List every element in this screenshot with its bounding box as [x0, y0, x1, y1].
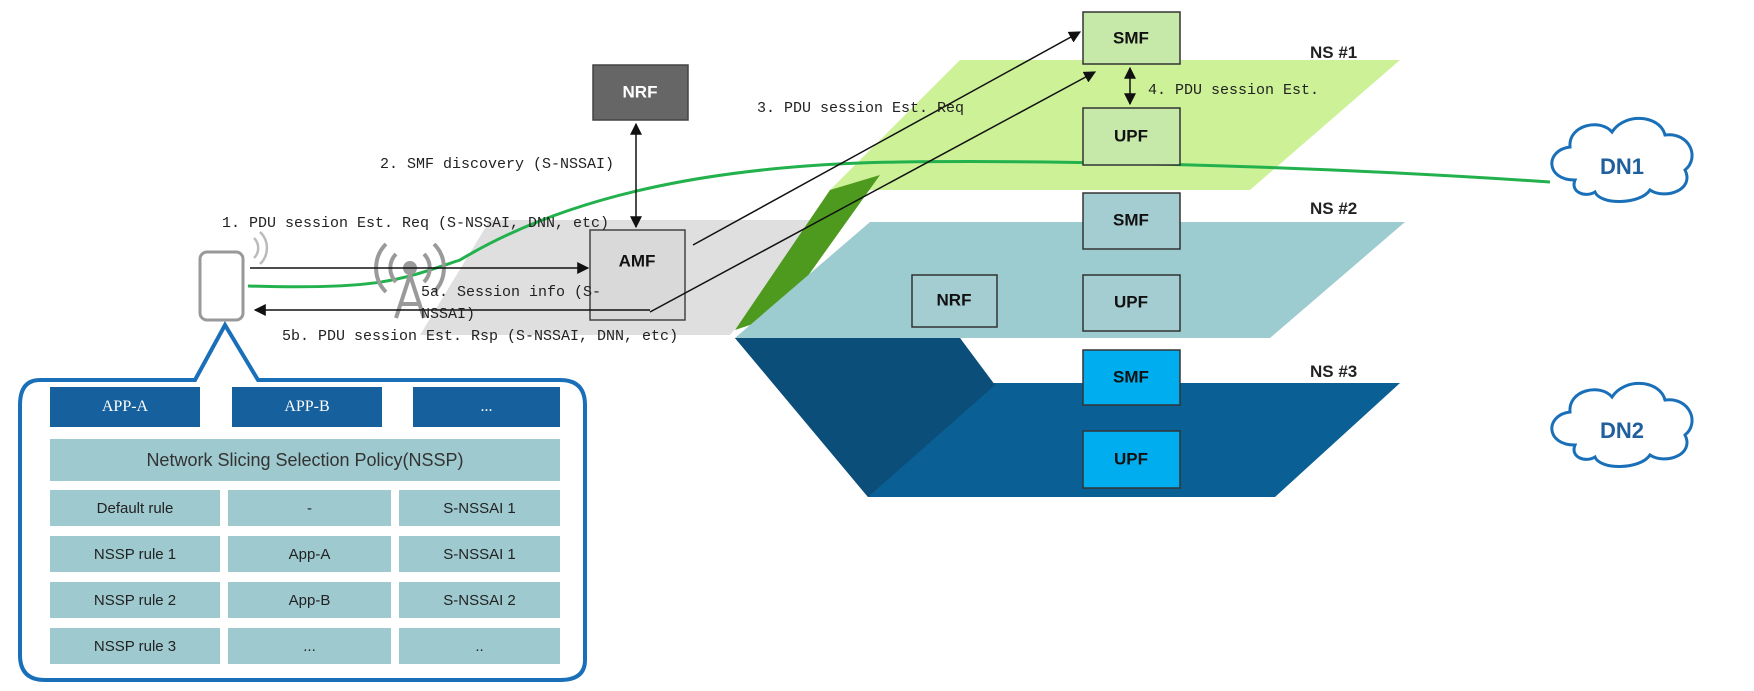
- amf-label: AMF: [619, 251, 656, 270]
- user-plane-path: [247, 160, 1551, 289]
- step5a-label-line2: NSSAI): [421, 306, 475, 323]
- step2-label: 2. SMF discovery (S-NSSAI): [380, 156, 614, 173]
- snssai-cell: S-NSSAI 1: [399, 490, 560, 526]
- rule-name-cell: NSSP rule 2: [50, 582, 220, 618]
- upf-ns2-box[interactable]: [1082, 274, 1181, 332]
- smf-ns1-label: SMF: [1113, 28, 1149, 47]
- app-cell: -: [228, 490, 391, 526]
- smf-ns3-label: SMF: [1113, 367, 1149, 386]
- step4-label: 4. PDU session Est.: [1148, 82, 1319, 99]
- step5b-label: 5b. PDU session Est. Rsp (S-NSSAI, DNN, …: [282, 328, 678, 345]
- nrf-top-label: NRF: [623, 82, 658, 101]
- ns3-plane-side: [735, 338, 995, 497]
- upf-ns1-box[interactable]: [1082, 107, 1181, 166]
- ns1-plane-edge: [735, 175, 880, 330]
- rule-name-cell: Default rule: [50, 490, 220, 526]
- snssai-cell: S-NSSAI 1: [399, 536, 560, 572]
- dn1-cloud-icon[interactable]: DN1: [1550, 116, 1694, 203]
- snssai-cell: ..: [399, 628, 560, 664]
- upf-ns3-label: UPF: [1114, 449, 1148, 468]
- app-a-button[interactable]: APP-A: [50, 387, 200, 427]
- dn2-cloud-icon[interactable]: DN2: [1550, 381, 1694, 468]
- step1-label: 1. PDU session Est. Req (S-NSSAI, DNN, e…: [222, 215, 609, 232]
- nrf-top-box[interactable]: [592, 64, 689, 121]
- ns2-plane: [735, 222, 1405, 338]
- app-b-button[interactable]: APP-B: [232, 387, 382, 427]
- nrf-ns2-label: NRF: [937, 290, 972, 309]
- snssai-cell: S-NSSAI 2: [399, 582, 560, 618]
- app-more-button[interactable]: ...: [413, 387, 560, 427]
- ns1-label: NS #1: [1310, 43, 1357, 62]
- step3-arrow: [692, 31, 1082, 246]
- smf-ns2-box[interactable]: [1082, 192, 1181, 250]
- step5a-label-line1: 5a. Session info (S-: [421, 284, 601, 301]
- smf-ns3-box[interactable]: [1082, 349, 1181, 406]
- smf-ns2-label: SMF: [1113, 210, 1149, 229]
- dn1-label: DN1: [1600, 154, 1644, 179]
- app-cell: App-A: [228, 536, 391, 572]
- step5a-arrow: [649, 71, 1097, 313]
- phone-icon: [198, 231, 269, 322]
- rule-name-cell: NSSP rule 3: [50, 628, 220, 664]
- ns3-label: NS #3: [1310, 362, 1357, 381]
- app-cell: ...: [228, 628, 391, 664]
- rule-name-cell: NSSP rule 1: [50, 536, 220, 572]
- nrf-ns2-box[interactable]: [911, 274, 998, 328]
- ns2-label: NS #2: [1310, 199, 1357, 218]
- upf-ns2-label: UPF: [1114, 292, 1148, 311]
- nssp-title: Network Slicing Selection Policy(NSSP): [50, 439, 560, 481]
- upf-ns1-label: UPF: [1114, 126, 1148, 145]
- amf-box[interactable]: [589, 229, 686, 321]
- dn2-label: DN2: [1600, 418, 1644, 443]
- app-cell: App-B: [228, 582, 391, 618]
- step3-label: 3. PDU session Est. Req: [757, 100, 964, 117]
- smf-ns1-box[interactable]: [1082, 11, 1181, 65]
- upf-ns3-box[interactable]: [1082, 430, 1181, 489]
